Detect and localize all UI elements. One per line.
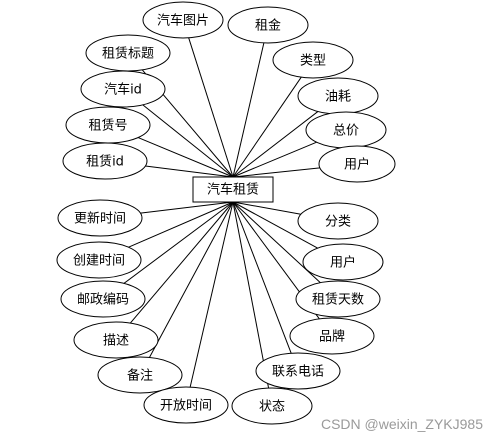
attribute-rental_title: 租赁标题 — [85, 34, 171, 72]
connector-rent_price — [232, 42, 265, 178]
attribute-ellipse — [62, 142, 148, 180]
connector-type — [232, 76, 302, 178]
connector-user_1 — [232, 167, 320, 178]
attribute-ellipse — [227, 6, 309, 44]
attribute-label: 更新时间 — [74, 211, 126, 227]
connector-lines — [123, 37, 321, 389]
attribute-category: 分类 — [297, 202, 379, 240]
attribute-label: 状态 — [259, 400, 285, 415]
attribute-label: 油耗 — [325, 90, 351, 105]
connector-total_price — [232, 141, 317, 178]
attribute-label: 开放时间 — [160, 399, 212, 414]
connector-rental_no — [137, 137, 234, 178]
attribute-label: 邮政编码 — [77, 293, 129, 308]
attribute-ellipse — [97, 356, 183, 394]
attribute-ellipse — [73, 321, 159, 359]
attribute-ellipse — [80, 70, 166, 108]
attribute-ellipse — [231, 387, 313, 425]
connector-postcode — [123, 201, 234, 284]
attribute-label: 用户 — [344, 157, 370, 173]
connector-phone — [232, 201, 292, 354]
attribute-rent_price: 租金 — [227, 6, 309, 44]
attribute-postcode: 邮政编码 — [60, 280, 146, 318]
attribute-description: 描述 — [73, 321, 159, 359]
connector-rental_id — [145, 165, 234, 178]
connector-description — [129, 201, 234, 324]
attribute-ellipse — [255, 352, 341, 390]
attribute-label: 备注 — [127, 368, 153, 384]
attribute-create_time: 创建时间 — [56, 241, 142, 279]
connector-car_id — [142, 104, 234, 178]
attribute-brand: 品牌 — [289, 317, 375, 355]
connector-status — [232, 201, 270, 389]
attribute-label: 租赁标题 — [102, 47, 154, 62]
attribute-label: 用户 — [330, 255, 356, 271]
attribute-rental_no: 租赁号 — [65, 106, 151, 144]
attribute-ellipse — [318, 145, 396, 183]
attribute-label: 汽车图片 — [157, 13, 209, 29]
attribute-label: 创建时间 — [73, 254, 125, 269]
attribute-label: 品牌 — [319, 329, 345, 345]
attribute-user_2: 用户 — [302, 243, 384, 281]
watermark: CSDN @weixin_ZYKJ985 — [320, 416, 483, 432]
attribute-label: 总价 — [333, 124, 359, 139]
attribute-status: 状态 — [231, 387, 313, 425]
connector-car_image — [188, 37, 234, 178]
attribute-ellipse — [289, 317, 375, 355]
connector-fuel — [232, 111, 319, 178]
attribute-car_image: 汽车图片 — [142, 1, 224, 39]
attribute-car_id: 汽车id — [80, 70, 166, 108]
attribute-label: 汽车id — [104, 82, 142, 98]
attribute-ellipse — [142, 1, 224, 39]
attribute-open_time: 开放时间 — [143, 386, 229, 424]
attribute-label: 联系电话 — [272, 365, 324, 380]
attribute-remark: 备注 — [97, 356, 183, 394]
attribute-label: 租赁天数 — [312, 293, 364, 308]
entity-box: 汽车租赁 — [192, 176, 274, 203]
attribute-label: 类型 — [300, 54, 326, 69]
attribute-ellipse — [60, 280, 146, 318]
attribute-label: 分类 — [325, 215, 351, 230]
attribute-user_1: 用户 — [318, 145, 396, 183]
attribute-label: 租金 — [255, 18, 281, 34]
attribute-label: 租赁id — [86, 155, 124, 170]
connector-update_time — [140, 201, 234, 214]
attribute-label: 描述 — [103, 334, 129, 349]
attribute-ellipse — [295, 280, 381, 318]
attribute-total_price: 总价 — [305, 111, 387, 149]
connector-create_time — [128, 201, 234, 248]
attribute-rental_days: 租赁天数 — [295, 280, 381, 318]
attribute-type: 类型 — [272, 41, 354, 79]
attribute-label: 租赁号 — [88, 119, 127, 134]
connector-remark — [148, 201, 234, 358]
attribute-update_time: 更新时间 — [57, 199, 143, 237]
attribute-ellipse — [57, 199, 143, 237]
attribute-rental_id: 租赁id — [62, 142, 148, 180]
connector-open_time — [189, 201, 234, 388]
attribute-fuel: 油耗 — [297, 77, 379, 115]
attribute-ellipse — [143, 386, 229, 424]
attribute-ellipse — [302, 243, 384, 281]
attribute-ellipse — [56, 241, 142, 279]
entity-label: 汽车租赁 — [207, 182, 259, 198]
attribute-ellipse — [297, 202, 379, 240]
connector-user_2 — [232, 201, 318, 249]
attribute-ellipse — [272, 41, 354, 79]
attribute-phone: 联系电话 — [255, 352, 341, 390]
connector-category — [232, 201, 301, 215]
